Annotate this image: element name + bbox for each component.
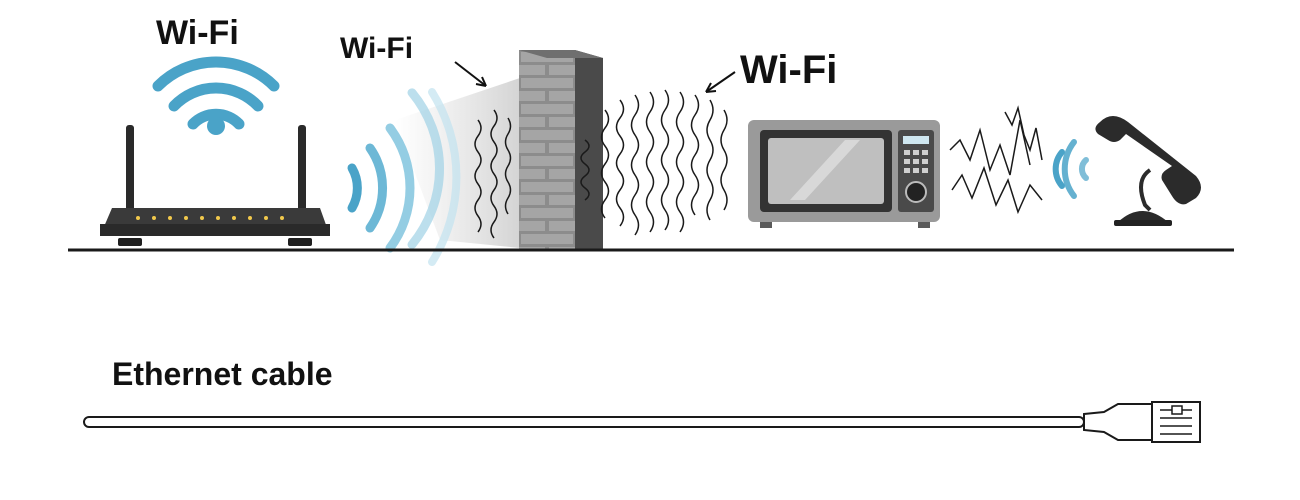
phone-wifi-waves (1052, 139, 1089, 199)
microwave-icon (748, 120, 940, 228)
brick-wall-icon (519, 50, 603, 250)
ethernet-cable-label: Ethernet cable (112, 356, 333, 392)
phone-icon (1095, 116, 1201, 226)
wall-wifi-label: Wi-Fi (340, 32, 414, 65)
label-pointer (454, 61, 487, 87)
ethernet-plug-icon (1083, 403, 1153, 441)
router-wifi-label: Wi-Fi (156, 14, 239, 52)
interference-wifi-label: Wi-Fi (740, 48, 838, 92)
noise-lines (949, 105, 1043, 215)
ethernet-cable (83, 401, 1201, 443)
weak-signal-squiggles-left (474, 109, 512, 239)
wifi-icon (152, 56, 280, 135)
label-pointer-2 (705, 71, 736, 93)
wifi-waves (347, 88, 461, 266)
interference-squiggles (580, 89, 728, 236)
router-icon (100, 125, 330, 246)
